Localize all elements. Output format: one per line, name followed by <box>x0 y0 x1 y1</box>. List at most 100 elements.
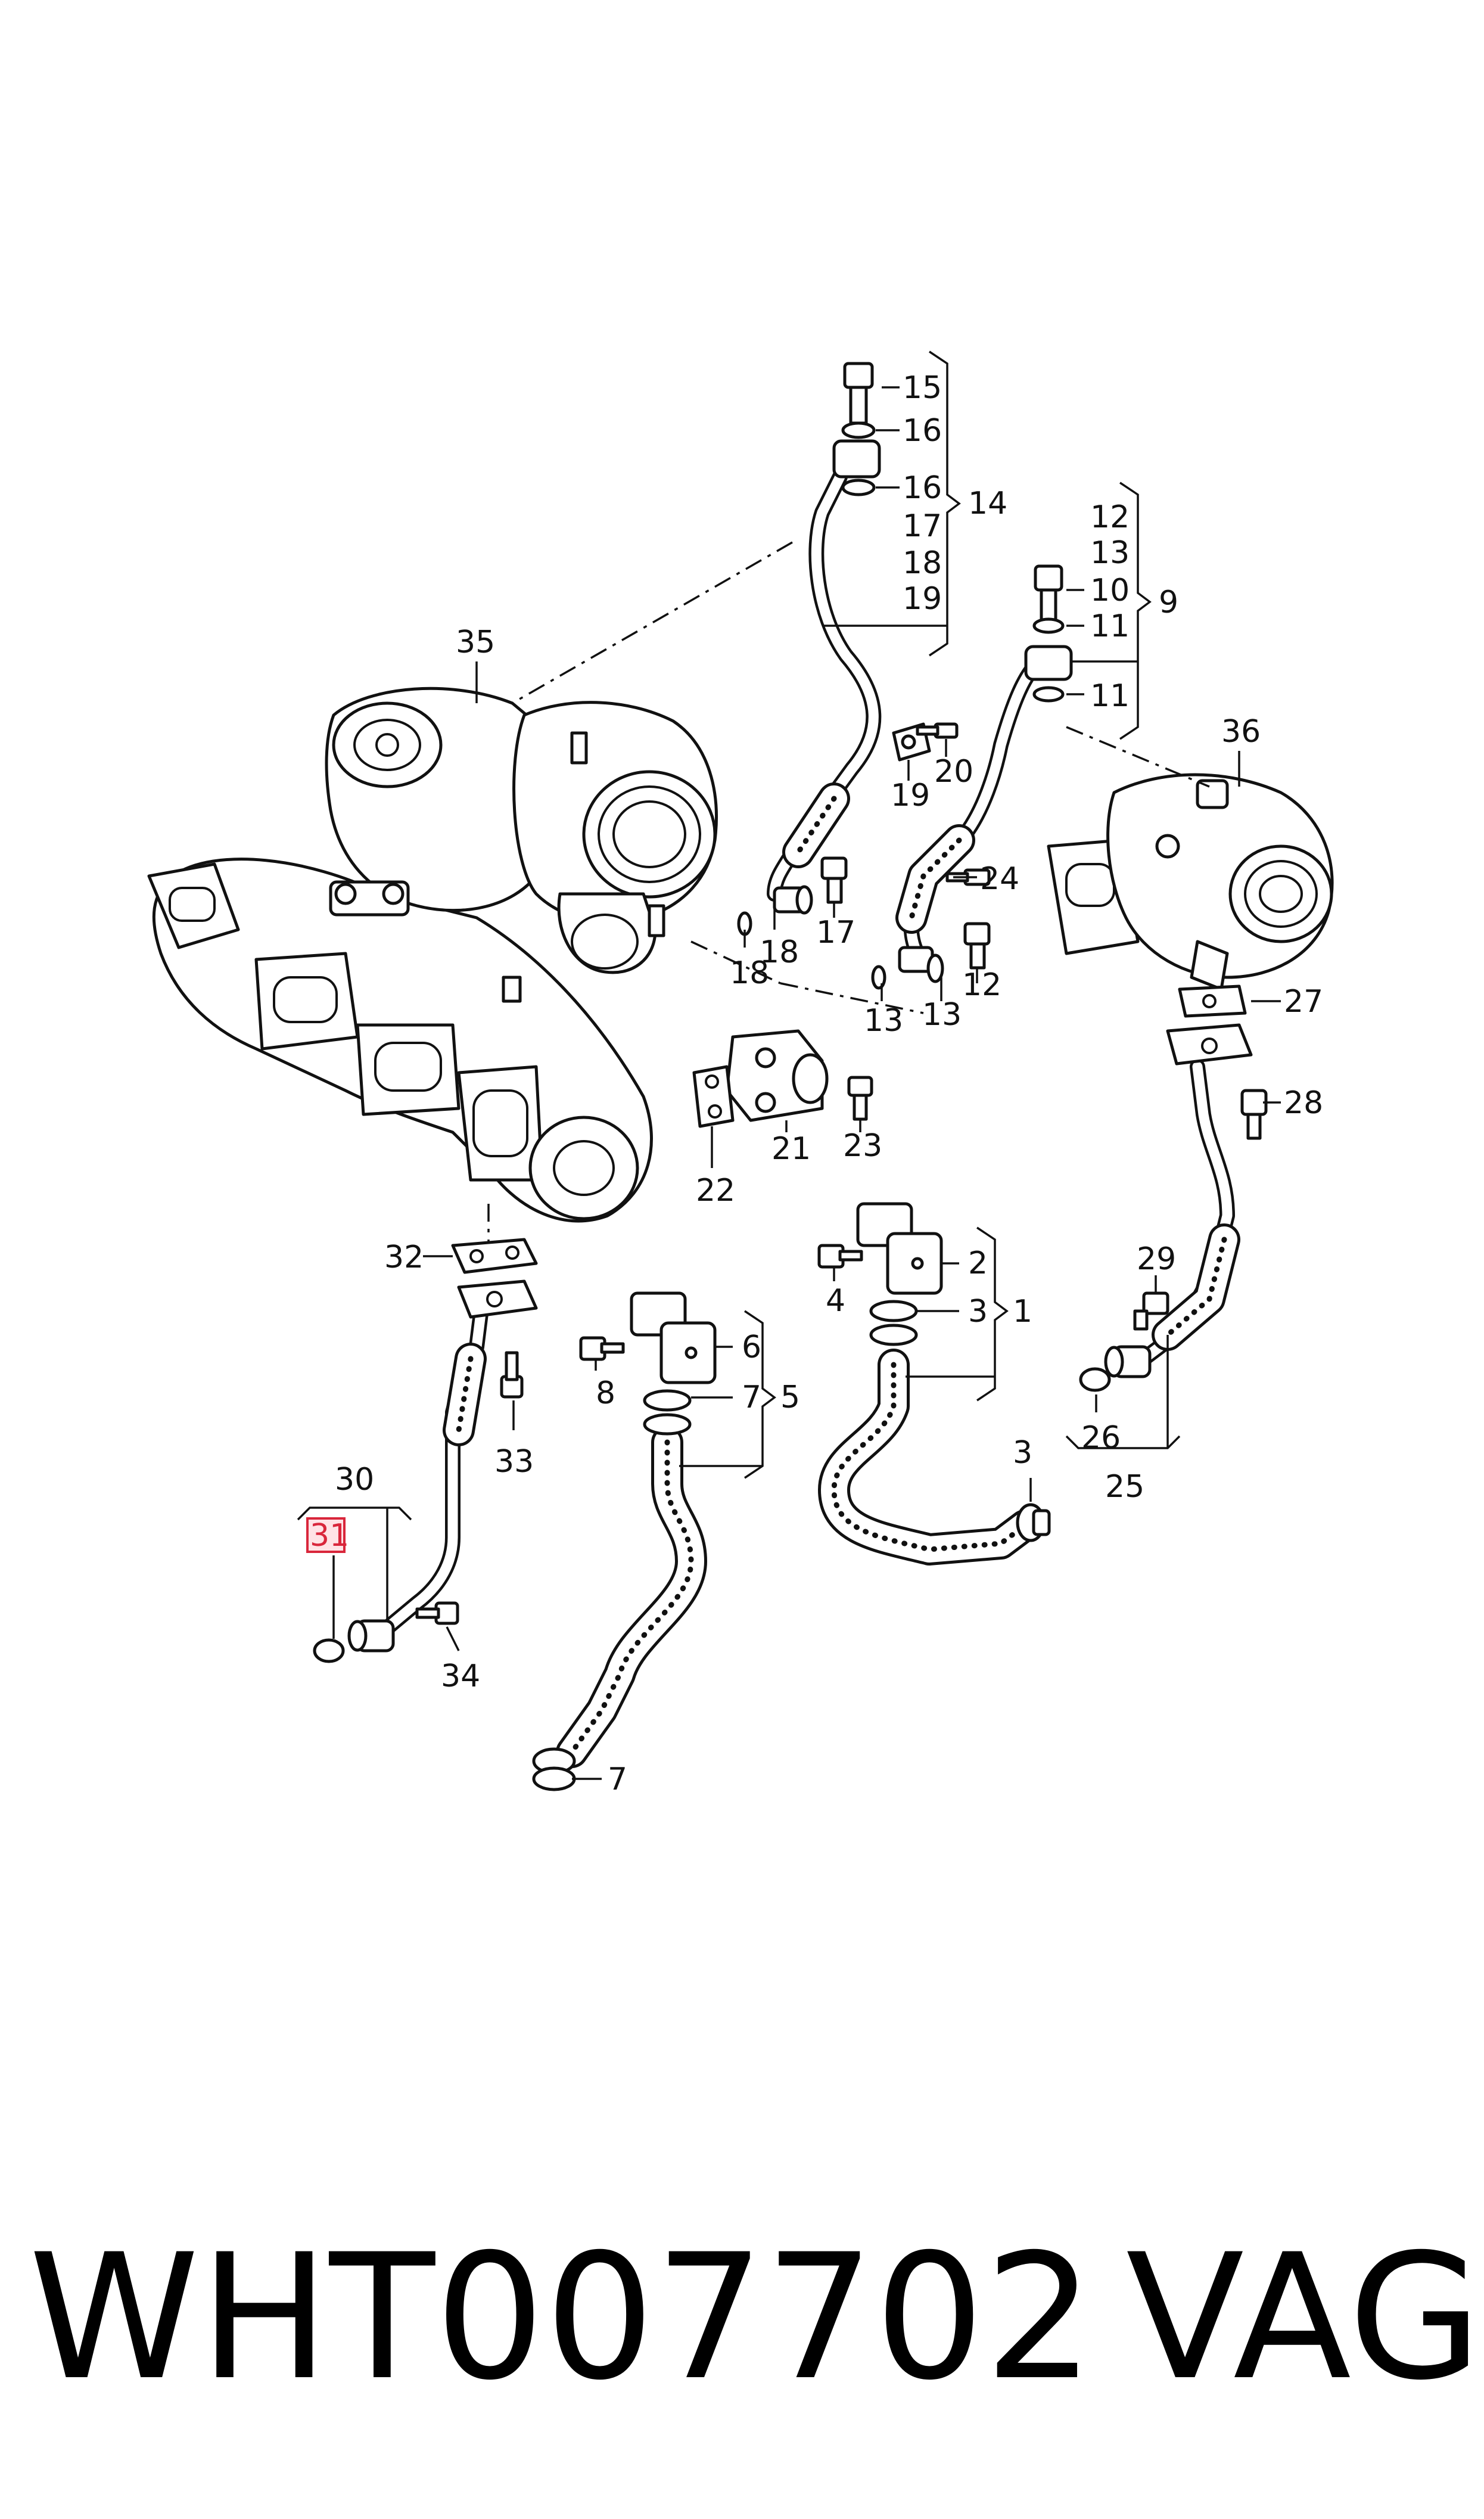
manifold-flange-1 <box>147 862 240 949</box>
bolt-23 <box>847 1076 873 1121</box>
label-23: 23 <box>843 1128 882 1164</box>
flange-30 <box>457 1279 538 1319</box>
banjo-bolt-15 <box>843 362 874 425</box>
manifold-flange-3 <box>356 1023 461 1116</box>
label-36: 36 <box>1221 714 1261 750</box>
bolt-12 <box>963 922 991 970</box>
hose-assembly-5 <box>532 1291 717 1791</box>
label-11a: 11 <box>1090 608 1130 644</box>
footer-brand: VAG <box>1126 2217 1482 2418</box>
label-8: 8 <box>596 1375 615 1411</box>
oil-filter-adapter-21 <box>725 1029 829 1122</box>
o-ring-31 <box>313 1638 345 1663</box>
oil-feed-pipe-9 <box>871 564 1073 990</box>
part-labels: 1 5 16 16 14 17 18 19 12 13 10 9 11 11 35… <box>306 370 1323 1797</box>
label-3a: 3 <box>968 1294 988 1330</box>
bolt-20 <box>916 722 959 739</box>
label-25: 25 <box>1105 1469 1144 1505</box>
o-ring-26 <box>1079 1367 1111 1392</box>
hose-assembly-1 <box>817 1202 1051 1566</box>
bolt-34 <box>415 1601 459 1625</box>
gasket-22 <box>692 1065 735 1128</box>
manifold-flange-2 <box>254 952 359 1051</box>
label-13c: 13 <box>864 1003 903 1039</box>
label-16a: 16 <box>903 413 942 449</box>
hose-clamp-3b <box>1016 1503 1051 1542</box>
hose-clamp-7a <box>643 1389 692 1436</box>
label-17b: 17 <box>816 915 855 951</box>
label-12a: 12 <box>1090 499 1130 535</box>
flange-25 <box>1166 1023 1253 1066</box>
label-6: 6 <box>742 1330 761 1365</box>
manifold-flange-5 <box>528 1116 639 1220</box>
label-34: 34 <box>441 1658 480 1694</box>
label-20: 20 <box>934 754 973 790</box>
label-18c: 18 <box>730 955 769 991</box>
union-fitting-13 <box>871 946 944 990</box>
label-3b: 3 <box>1013 1435 1032 1471</box>
label-22: 22 <box>696 1173 735 1209</box>
label-33: 33 <box>494 1444 534 1480</box>
label-18b: 18 <box>760 934 799 970</box>
bolt-28 <box>1240 1089 1268 1140</box>
assembly-lines <box>487 541 1210 1275</box>
bolt-4 <box>817 1244 863 1269</box>
label-5: 5 <box>780 1380 800 1415</box>
label-27: 27 <box>1284 984 1323 1020</box>
leader-lines <box>297 350 1281 1780</box>
bolt-33 <box>500 1351 524 1399</box>
label-13a: 13 <box>1090 535 1130 571</box>
label-10: 10 <box>1090 573 1130 608</box>
label-1: 1 <box>1013 1294 1032 1330</box>
seal-ring-11b <box>1032 686 1065 703</box>
label-18a: 18 <box>903 545 942 581</box>
bolt-29 <box>1133 1291 1169 1331</box>
label-4: 4 <box>826 1283 845 1319</box>
gasket-27 <box>1178 984 1247 1018</box>
label-11b: 11 <box>1090 678 1130 714</box>
label-19a: 19 <box>903 581 942 617</box>
oil-return-pipe-30 <box>313 1238 538 1663</box>
seal-ring-11a <box>1032 617 1065 634</box>
banjo-fitting-9 <box>1024 645 1073 681</box>
label-28: 28 <box>1284 1085 1323 1121</box>
fitting-30 <box>347 1619 395 1653</box>
turbocharger-36 <box>1047 773 1334 991</box>
label-13b: 13 <box>922 997 962 1033</box>
label-17a: 17 <box>903 508 942 544</box>
seal-ring-16a <box>841 421 876 439</box>
oil-return-pipe-25 <box>1079 984 1268 1392</box>
pressure-sensor-2 <box>856 1202 943 1295</box>
label-16b: 16 <box>903 470 942 506</box>
label-12b: 12 <box>962 967 1001 1003</box>
fitting-25 <box>1104 1345 1152 1378</box>
bolt-17 <box>820 856 848 904</box>
footer-part-number: WHT007702 <box>29 2217 1094 2418</box>
label-19b: 19 <box>891 778 930 813</box>
gasket-32 <box>451 1238 538 1274</box>
oil-feed-pipe-14 <box>737 362 959 936</box>
label-31: 31 <box>310 1518 349 1554</box>
label-2: 2 <box>968 1245 988 1281</box>
banjo-bolt-10 <box>1034 564 1063 622</box>
label-14: 14 <box>968 486 1007 521</box>
hose-clamp-7b <box>532 1747 576 1791</box>
label-7a: 7 <box>742 1380 761 1415</box>
pressure-sensor-6 <box>630 1291 717 1384</box>
label-21: 21 <box>771 1131 811 1167</box>
seal-ring-16b <box>841 479 876 496</box>
label-7b: 7 <box>608 1762 627 1797</box>
hose-clamp-3a <box>869 1300 918 1346</box>
label-26: 26 <box>1081 1420 1121 1456</box>
label-9: 9 <box>1159 585 1178 620</box>
label-35: 35 <box>456 625 495 660</box>
bolt-8 <box>579 1336 625 1361</box>
union-fitting-18 <box>737 885 813 936</box>
highlight-box-31 <box>306 1517 346 1553</box>
banjo-fitting-14 <box>832 439 881 479</box>
turbocharger-35 <box>147 687 718 1223</box>
label-32: 32 <box>384 1240 424 1275</box>
label-29: 29 <box>1137 1241 1176 1277</box>
label-24: 24 <box>980 861 1019 897</box>
